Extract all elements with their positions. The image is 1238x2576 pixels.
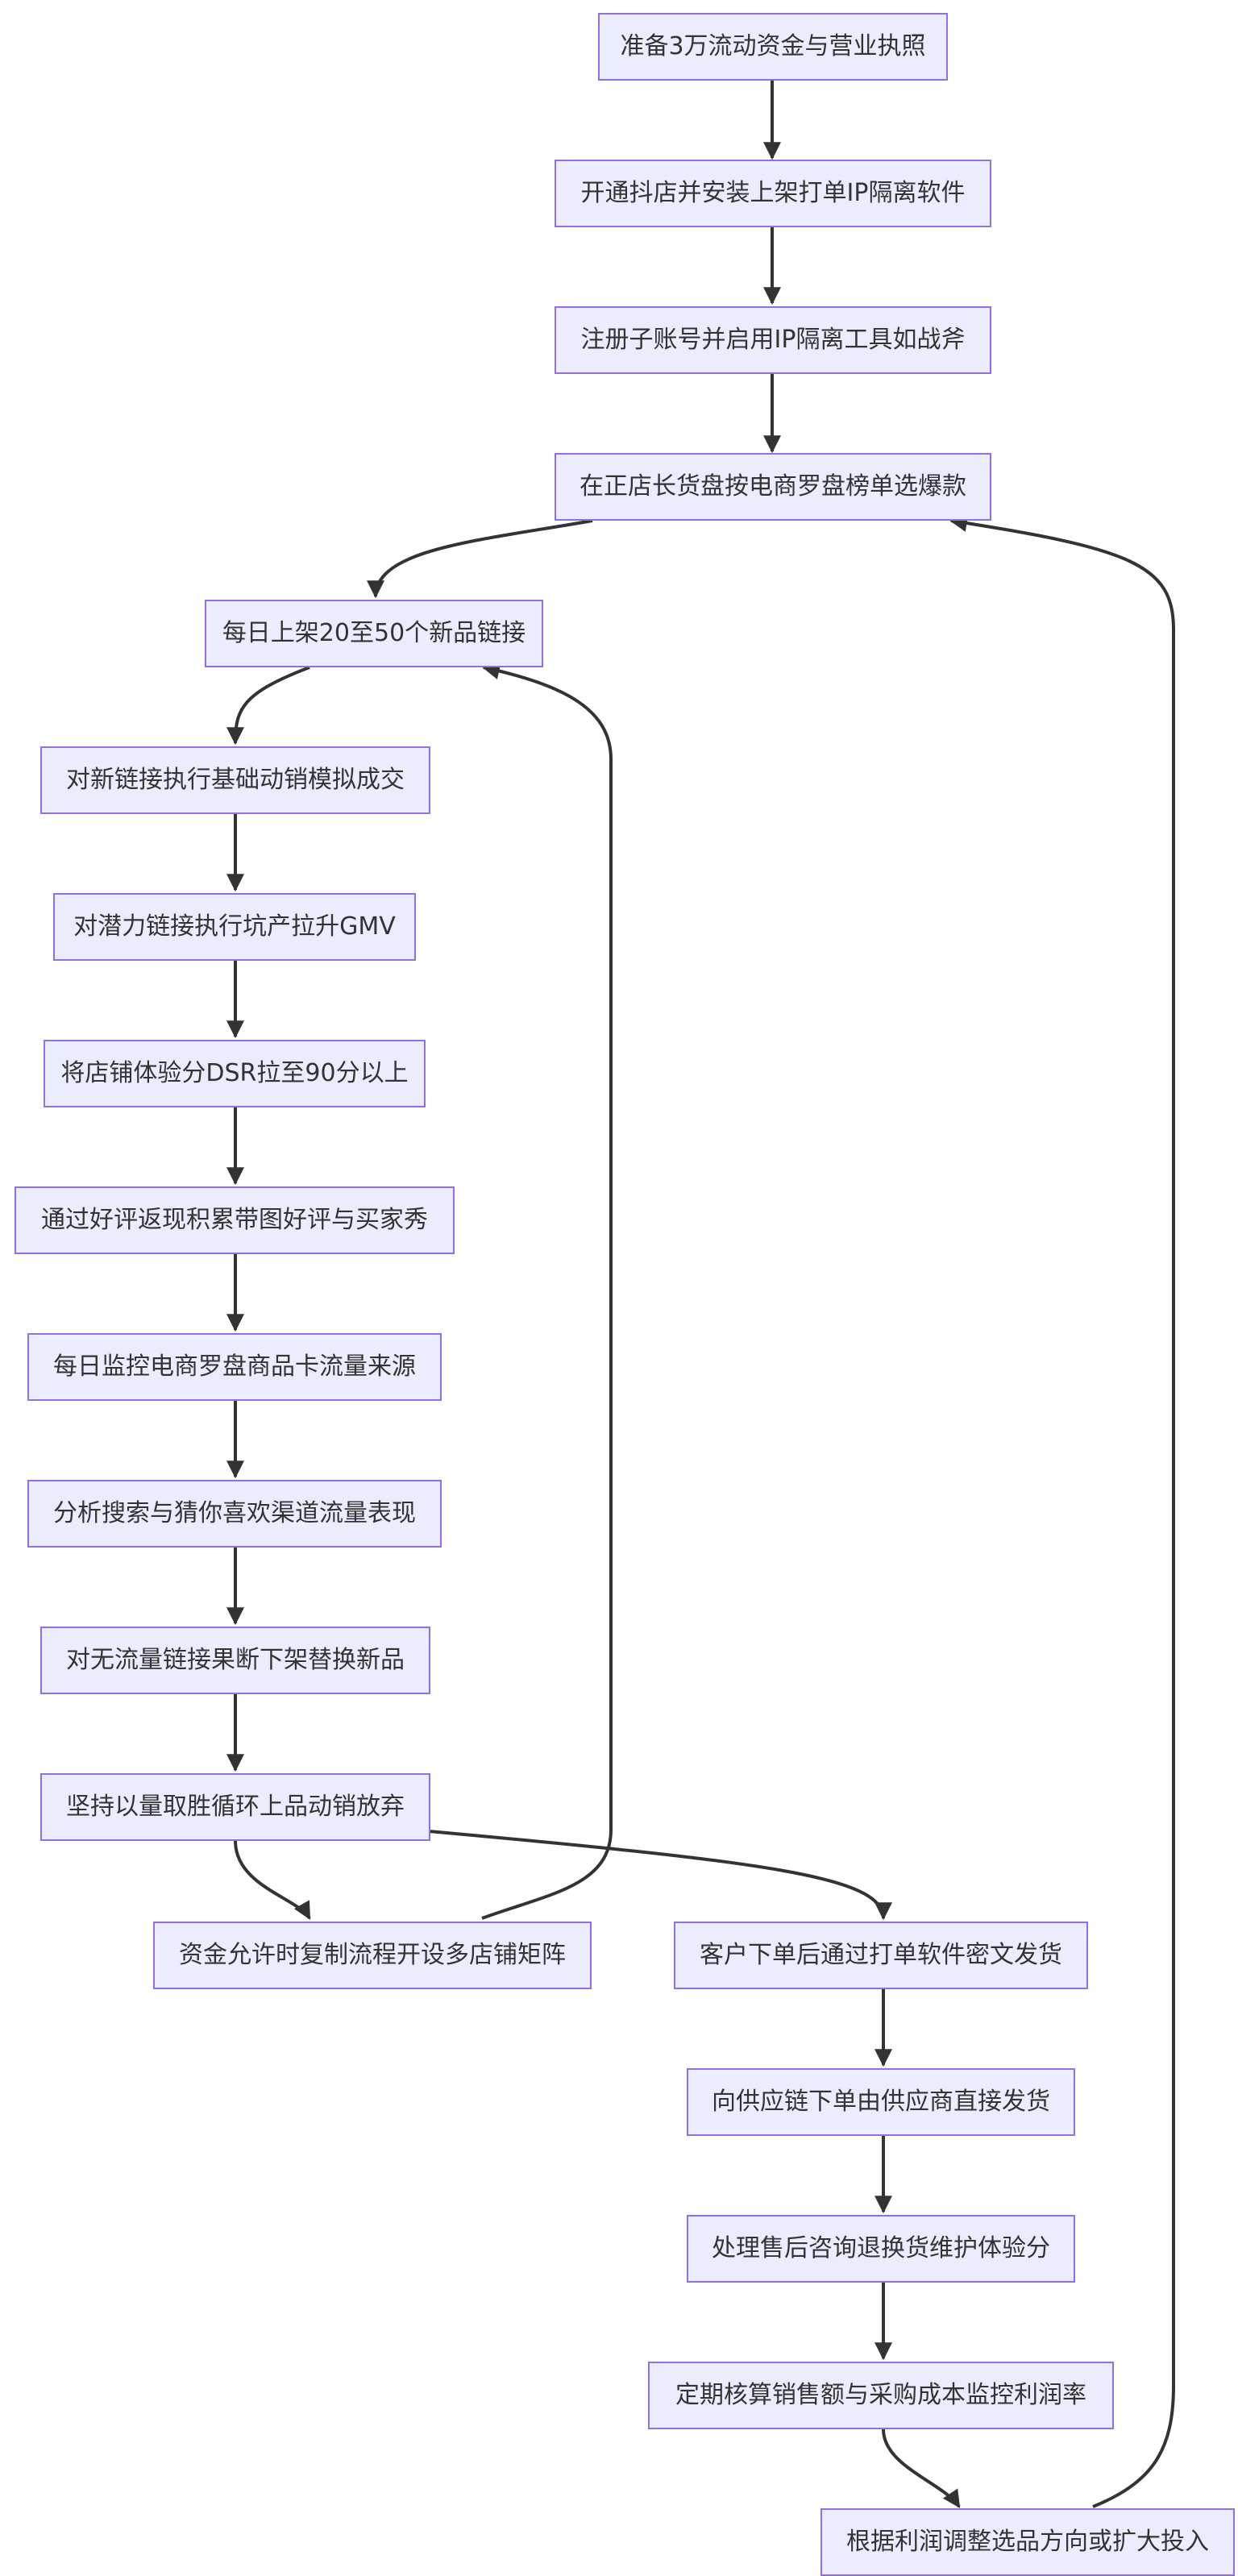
flow-node: 处理售后咨询退换货维护体验分 xyxy=(687,2215,1075,2283)
flow-node: 向供应链下单由供应商直接发货 xyxy=(687,2068,1075,2136)
flow-node: 将店铺体验分DSR拉至90分以上 xyxy=(44,1040,426,1107)
flow-node: 通过好评返现积累带图好评与买家秀 xyxy=(15,1186,455,1254)
flow-node: 准备3万流动资金与营业执照 xyxy=(598,13,948,81)
flow-node: 客户下单后通过打单软件密文发货 xyxy=(674,1922,1088,1989)
flow-node: 对新链接执行基础动销模拟成交 xyxy=(40,746,430,814)
edge-n5-n6 xyxy=(226,666,310,746)
edge-n14-n5 xyxy=(481,662,613,1920)
flow-node: 分析搜索与猜你喜欢渠道流量表现 xyxy=(27,1480,442,1548)
flow-node: 注册子账号并启用IP隔离工具如战斧 xyxy=(555,306,991,374)
flow-node: 定期核算销售额与采购成本监控利润率 xyxy=(648,2362,1114,2429)
edge-n4-n5 xyxy=(367,519,593,599)
flow-node: 对无流量链接果断下架替换新品 xyxy=(40,1627,430,1694)
flow-node: 根据利润调整选品方向或扩大投入 xyxy=(820,2508,1235,2576)
flow-node: 坚持以量取胜循环上品动销放弃 xyxy=(40,1773,430,1841)
flow-node: 开通抖店并安装上架打单IP隔离软件 xyxy=(555,160,991,227)
flow-node: 资金允许时复制流程开设多店铺矩阵 xyxy=(153,1922,592,1989)
flow-node: 每日监控电商罗盘商品卡流量来源 xyxy=(27,1333,442,1401)
flow-node: 在正店长货盘按电商罗盘榜单选爆款 xyxy=(555,453,991,521)
edge-n19-n4 xyxy=(949,514,1175,2508)
flow-node: 对潜力链接执行坑产拉升GMV xyxy=(53,893,416,961)
flow-node: 每日上架20至50个新品链接 xyxy=(205,600,543,667)
edge-n13-n15 xyxy=(428,1830,892,1921)
edge-n18-n19 xyxy=(882,2429,961,2508)
edge-n13-n14 xyxy=(234,1840,311,1920)
